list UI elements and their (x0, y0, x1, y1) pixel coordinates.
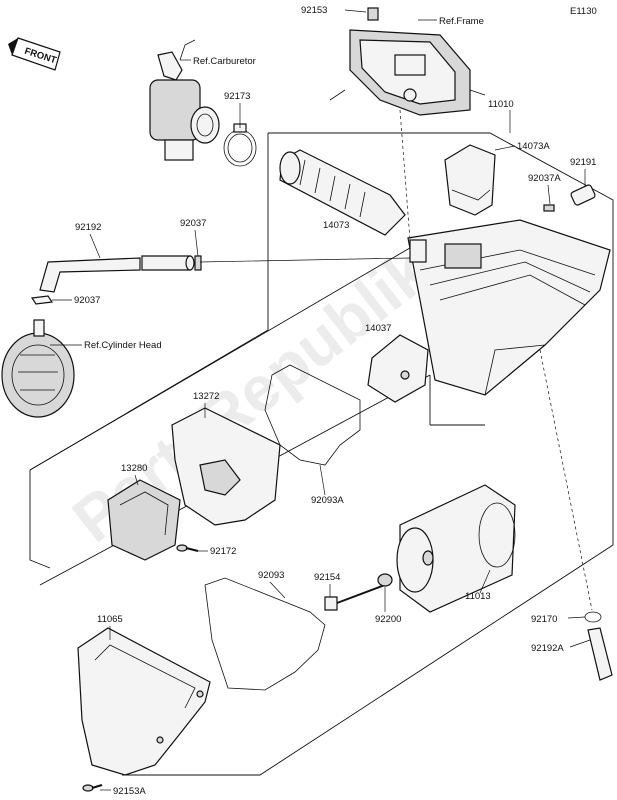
clip-92037A (543, 204, 555, 212)
label-92154: 92154 (314, 572, 340, 583)
front-arrow-icon: FRONT (8, 37, 61, 71)
screw-92172 (176, 544, 199, 552)
label-92153A: 92153A (113, 786, 146, 797)
label-11010: 11010 (488, 99, 514, 110)
clamp-92170 (584, 611, 602, 623)
label-11065: 11065 (97, 614, 123, 625)
label-14073A: 14073A (517, 141, 550, 152)
filter-element-11013 (396, 484, 516, 613)
clip-92037-upper (194, 255, 202, 271)
gasket-92093 (204, 577, 326, 691)
label-92037A: 92037A (528, 173, 561, 184)
frame-illustration (329, 7, 486, 116)
label-92037-lower: 92037 (74, 295, 100, 306)
washer-92200 (377, 573, 393, 587)
ref-carburetor-label: Ref.Carburetor (193, 56, 256, 67)
label-92093A: 92093A (311, 495, 344, 506)
drain-tube-92192A (587, 627, 613, 681)
label-92037-upper: 92037 (180, 218, 206, 229)
ref-frame-label: Ref.Frame (439, 16, 484, 27)
clamp-92173 (223, 123, 257, 167)
breather-hose-92192 (39, 255, 195, 293)
label-92170: 92170 (531, 614, 557, 625)
label-13280: 13280 (121, 463, 147, 474)
holder-13272 (171, 407, 281, 526)
cover-11065 (77, 627, 211, 776)
label-92173: 92173 (224, 91, 250, 102)
elbow-14073A (444, 144, 496, 216)
air-cleaner-case-11010 (407, 219, 611, 396)
label-11013: 11013 (465, 591, 491, 602)
label-92192A: 92192A (531, 643, 564, 654)
label-92200: 92200 (375, 614, 401, 625)
label-92172: 92172 (210, 546, 236, 557)
cylinder-head-illustration (1, 319, 75, 418)
label-92192: 92192 (75, 222, 101, 233)
carburetor-illustration (149, 39, 220, 161)
plug-92191 (570, 184, 596, 206)
clip-92037-lower (30, 295, 54, 305)
ref-cylinder-head-label: Ref.Cylinder Head (84, 340, 162, 351)
bolt-92154 (324, 582, 391, 611)
label-14073: 14073 (323, 220, 349, 231)
label-13272: 13272 (193, 391, 219, 402)
page-code: E1130 (570, 6, 597, 17)
label-92093: 92093 (258, 570, 284, 581)
label-92191: 92191 (570, 157, 596, 168)
housing-13280 (107, 479, 181, 561)
gasket-92093A (264, 364, 361, 466)
plate-14037 (367, 334, 429, 403)
label-92153: 92153 (301, 5, 327, 16)
label-14037: 14037 (365, 323, 391, 334)
intake-duct-14073 (279, 149, 406, 236)
screw-92153A (82, 784, 103, 792)
